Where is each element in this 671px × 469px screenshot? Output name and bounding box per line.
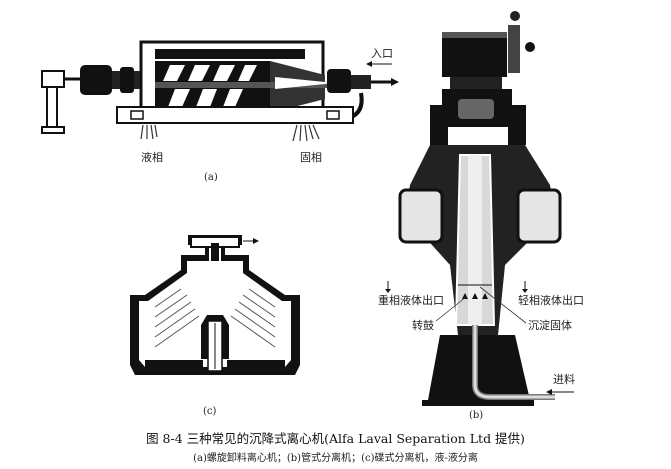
panel-b-tag: (b) bbox=[469, 410, 484, 421]
decanter-centrifuge-illustration bbox=[41, 40, 399, 142]
panel-a-tag: (a) bbox=[204, 172, 218, 183]
label-sediment: 沉淀固体 bbox=[528, 319, 572, 332]
label-bowl: 转鼓 bbox=[412, 319, 434, 332]
disc-centrifuge-illustration bbox=[130, 235, 300, 375]
feed-arrow-icon bbox=[546, 389, 574, 395]
label-liquid-phase: 液相 bbox=[141, 151, 163, 164]
label-inlet: 入口 bbox=[371, 47, 393, 60]
figure-caption-subtitle: (a)螺旋卸料离心机；(b)管式分离机；(c)碟式分离机，液-液分离 bbox=[193, 453, 478, 464]
outlet-arrow-icon bbox=[243, 238, 259, 244]
figure-caption-title: 图 8-4 三种常见的沉降式离心机(Alfa Laval Separation … bbox=[146, 431, 525, 446]
label-heavy-outlet: 重相液体出口 bbox=[378, 294, 444, 307]
label-feed: 进料 bbox=[553, 373, 575, 386]
panel-c-tag: (c) bbox=[203, 406, 217, 417]
label-solid-phase: 固相 bbox=[300, 151, 322, 164]
inlet-arrow-icon bbox=[366, 61, 392, 67]
tubular-centrifuge-illustration bbox=[398, 11, 562, 406]
leader-lines bbox=[435, 286, 527, 324]
label-light-outlet: 轻相液体出口 bbox=[518, 294, 584, 307]
outlet-arrows bbox=[385, 281, 528, 293]
